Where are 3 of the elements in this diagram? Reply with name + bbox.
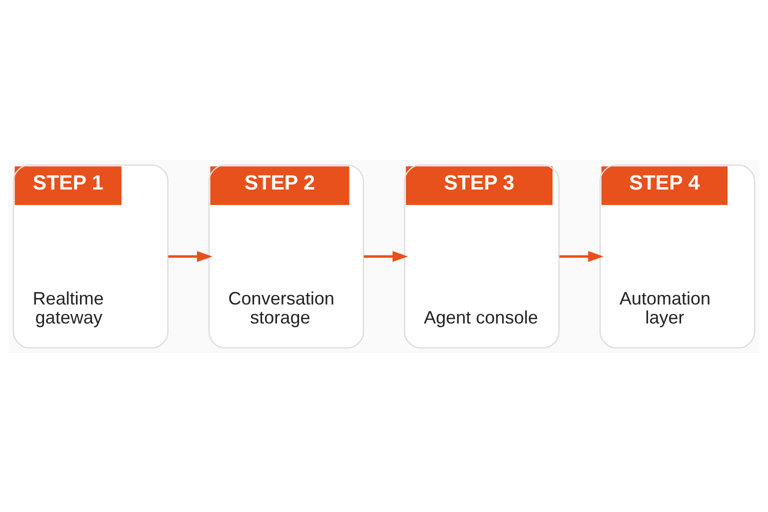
arrow bbox=[168, 250, 212, 262]
arrow bbox=[559, 250, 604, 262]
arrow bbox=[364, 250, 408, 262]
